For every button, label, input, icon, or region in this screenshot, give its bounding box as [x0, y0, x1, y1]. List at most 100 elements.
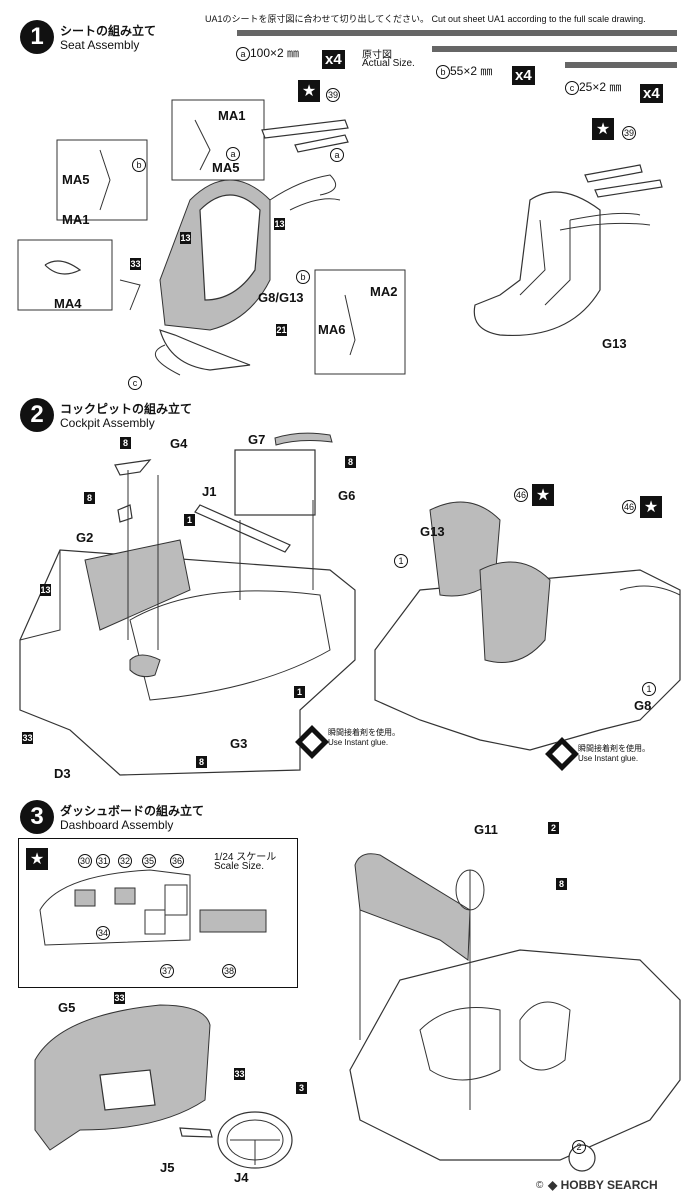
decal-34: 34	[96, 926, 110, 940]
label-1-a: 1	[184, 514, 195, 526]
label-b-left: b	[132, 158, 146, 172]
dashboard-installed	[354, 853, 471, 961]
strip-a-qty: x4	[322, 50, 345, 69]
label-ma5-top: MA5	[212, 160, 240, 175]
label-13-step2: 13	[40, 584, 51, 596]
label-39-right: 39	[622, 126, 636, 140]
step-3-number: 3	[20, 800, 54, 834]
label-8-a: 8	[120, 437, 131, 449]
label-ma1-top: MA1	[218, 108, 246, 123]
seat-shell-right	[473, 191, 601, 337]
label-g13-step2: G13	[420, 524, 445, 539]
decal-scale-box	[18, 838, 298, 988]
step-1-title-en: Seat Assembly	[60, 38, 140, 52]
label-g7: G7	[248, 432, 266, 447]
inset-box-ma5	[56, 139, 148, 221]
watermark-logo-icon: ◆	[548, 1178, 558, 1192]
label-ma1-left: MA1	[62, 212, 90, 227]
label-b-bottom: b	[296, 270, 310, 284]
label-g8-g13: G8/G13	[258, 290, 304, 305]
label-33-step2: 33	[22, 732, 33, 744]
label-g8-step2: G8	[634, 698, 652, 713]
label-8-b: 8	[345, 456, 356, 468]
glue-note-right-en: Use Instant glue.	[578, 754, 639, 763]
seat-g13-right	[479, 561, 551, 663]
strip-c-size: 25×2 ㎜	[579, 80, 622, 94]
strip-a-bar	[237, 30, 677, 36]
step-2-title-en: Cockpit Assembly	[60, 416, 155, 430]
dashboard-assembly-drawing	[34, 853, 681, 1172]
label-g4: G4	[170, 436, 188, 451]
label-g6: G6	[338, 488, 356, 503]
glue-note-left-jp: 瞬間接着剤を使用。	[328, 728, 400, 737]
strip-c-qty: x4	[640, 84, 663, 103]
glue-note-left-en: Use Instant glue.	[328, 738, 389, 747]
decal-30: 30	[78, 854, 92, 868]
label-46-a: 46	[514, 488, 528, 502]
decal-35: 35	[142, 854, 156, 868]
strip-a-size: 100×2 ㎜	[250, 46, 300, 60]
label-3: 3	[296, 1082, 307, 1094]
decal-38: 38	[222, 964, 236, 978]
label-1-b: 1	[294, 686, 305, 698]
label-8-d: 8	[196, 756, 207, 768]
watermark: ◆ HOBBY SEARCH	[548, 1178, 658, 1192]
star-icon-right: ★	[592, 118, 614, 140]
decal-31: 31	[96, 854, 110, 868]
belt-strip-39	[261, 119, 349, 139]
part-g6-box	[234, 449, 316, 516]
inset-box-ma1	[171, 99, 265, 181]
step-3-title-en: Dashboard Assembly	[60, 818, 174, 832]
label-g3: G3	[230, 736, 248, 751]
strip-b-letter: b	[436, 65, 450, 79]
step-3-title-jp: ダッシュボードの組み立て	[60, 804, 205, 818]
label-33-step3-a: 33	[114, 992, 125, 1004]
watermark-text: HOBBY SEARCH	[560, 1178, 658, 1192]
label-circle-1-b: 1	[642, 682, 656, 696]
steering-column-j5	[179, 1127, 213, 1138]
label-g2: G2	[76, 530, 94, 545]
label-46-b: 46	[622, 500, 636, 514]
scale-jp: 1/24 スケール	[214, 852, 277, 863]
step-2-title-jp: コックピットの組み立て	[60, 402, 193, 416]
label-g13-step1: G13	[602, 336, 627, 351]
label-ma4: MA4	[54, 296, 82, 311]
strip-c-bar	[565, 62, 677, 68]
label-8-c: 8	[84, 492, 95, 504]
step-2-number: 2	[20, 398, 54, 432]
label-j4: J4	[234, 1170, 249, 1185]
label-2: 2	[548, 822, 559, 834]
decal-32: 32	[118, 854, 132, 868]
strip-b-qty: x4	[512, 66, 535, 85]
label-d3: D3	[54, 766, 71, 781]
label-g11: G11	[474, 822, 498, 837]
label-c-bottom: c	[128, 376, 142, 390]
strip-b-bar	[432, 46, 677, 52]
inset-box-ma2	[314, 269, 406, 375]
label-a-right: a	[330, 148, 344, 162]
label-ma2: MA2	[370, 284, 398, 299]
strip-b-size: 55×2 ㎜	[450, 64, 493, 78]
label-13-a: 13	[180, 232, 191, 244]
label-33-step3-b: 33	[234, 1068, 245, 1080]
step-1-title-jp: シートの組み立て	[60, 24, 157, 38]
copyright-mark: ©	[536, 1180, 544, 1191]
label-33: 33	[130, 258, 141, 270]
scale-en: Scale Size.	[214, 861, 265, 872]
cockpit-tub-step3	[349, 949, 681, 1161]
cut-out-note: UA1のシートを原寸図に合わせて切り出してください。 Cut out sheet…	[205, 14, 646, 24]
decal-36: 36	[170, 854, 184, 868]
actual-size-jp: 原寸図	[362, 50, 392, 61]
glue-note-right: 瞬間接着剤を使用。 Use Instant glue.	[578, 744, 650, 764]
strip-a-letter: a	[236, 47, 250, 61]
label-ma5-left: MA5	[62, 172, 90, 187]
seat-assembly-drawing	[17, 99, 663, 376]
star-icon-step3: ★	[26, 848, 48, 870]
label-g5: G5	[58, 1000, 76, 1015]
star-icon-left: ★	[298, 80, 320, 102]
label-j5: J5	[160, 1160, 175, 1175]
star-icon-step2-b: ★	[640, 496, 662, 518]
label-8-step3: 8	[556, 878, 567, 890]
